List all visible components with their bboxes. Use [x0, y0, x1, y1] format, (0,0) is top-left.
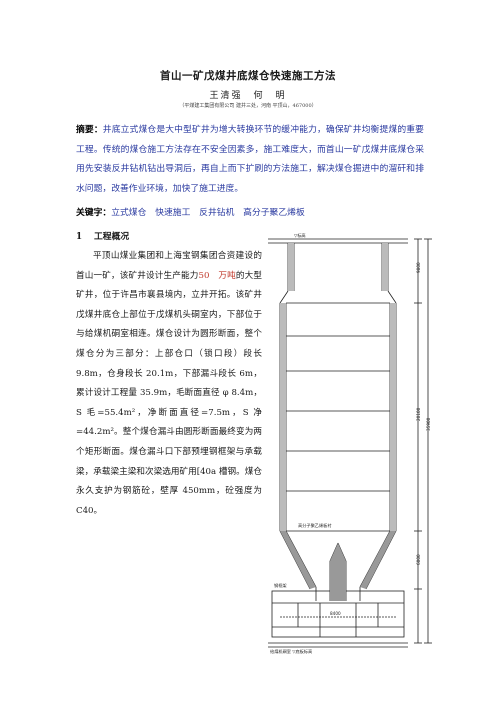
paper-title: 首山一矿戊煤井底煤仓快速施工方法	[160, 70, 336, 82]
section-body: 平顶山煤业集团和上海宝钢集团合资建设的首山一矿，该矿井设计生产能力50 万吨的大…	[76, 247, 262, 521]
label-top-elevation: ▽标高	[294, 232, 306, 239]
label-bottom: 给煤机硐室 ▽底板标高	[270, 648, 312, 655]
keywords-label: 关键字：	[76, 208, 112, 218]
label-liner: 高分子聚乙烯板衬	[298, 522, 332, 529]
keywords-text: 立式煤仓 快速施工 反井钻机 高分子聚乙烯板	[111, 208, 305, 218]
section-heading: 1 工程概况	[76, 229, 129, 242]
body-text-1: 平顶山煤业集团和上海宝钢集团合资建设的首山一矿，该矿井设计生产能力	[76, 251, 262, 281]
body-text-2: 的大型矿井，位于许昌市襄县境内，立井开拓。该矿井戊煤井底仓上部位于戊煤机头硐室内…	[76, 270, 262, 516]
abstract-text: 井底立式煤仓是大中型矿井为增大转换环节的缓冲能力，确保矿井均衡提煤的重要工程。传…	[76, 125, 424, 194]
dim-total: 35900	[426, 417, 431, 431]
dim-lower: 6000	[416, 554, 421, 565]
abstract-label: 摘要：	[76, 125, 103, 135]
dim-upper: 9800	[416, 262, 421, 273]
bunker-section-drawing: ▽标高 35900 9800 20100 6000 高分子聚乙烯板衬 钢框架 给…	[268, 232, 432, 655]
section-title: 工程概况	[94, 232, 130, 242]
label-steel-frame: 钢框架	[274, 582, 287, 589]
abstract: 摘要：井底立式煤仓是大中型矿井为增大转换环节的缓冲能力，确保矿井均衡提煤的重要工…	[76, 121, 424, 199]
dim-width: 8400	[330, 611, 341, 616]
paper-affiliation: （平煤建工集团有限公司 建井三处，河南 平顶山，467000）	[179, 103, 317, 109]
paper-authors: 王清强 何 明	[209, 91, 287, 101]
dim-middle: 20100	[416, 407, 421, 421]
body-text-highlight: 50 万吨	[198, 270, 236, 281]
section-number: 1	[76, 232, 83, 242]
keywords: 关键字：立式煤仓 快速施工 反井钻机 高分子聚乙烯板	[76, 206, 424, 220]
